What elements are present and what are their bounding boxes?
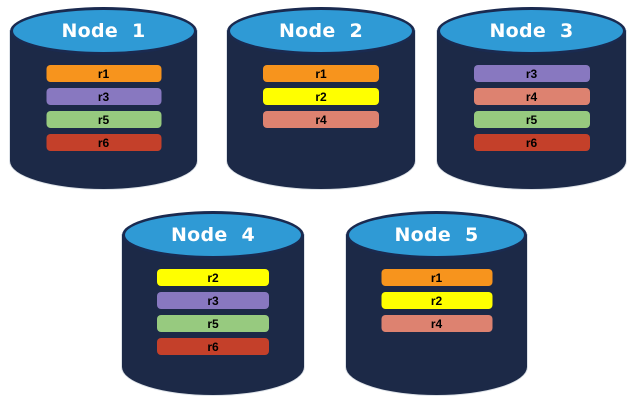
replica-label: r3 — [525, 66, 538, 81]
replica-bar-r1: r1 — [46, 65, 161, 82]
replica-bar-r4: r4 — [263, 111, 379, 128]
replica-bar-r2: r2 — [263, 88, 379, 105]
replica-label: r5 — [525, 112, 538, 127]
replica-label: r3 — [97, 89, 110, 104]
replica-label: r6 — [207, 339, 219, 354]
cylinder-top-ellipse: Node 2 — [227, 7, 415, 55]
replica-label: r4 — [315, 112, 327, 127]
replica-bar-r3: r3 — [473, 65, 590, 82]
replica-bar-r5: r5 — [157, 315, 269, 332]
replica-list: r1 r3 r5 r6 — [46, 65, 161, 151]
replica-bar-r6: r6 — [473, 134, 590, 151]
replica-label: r2 — [430, 293, 443, 308]
replica-bar-r2: r2 — [381, 292, 492, 309]
replica-bar-r3: r3 — [157, 292, 269, 309]
replica-label: r2 — [207, 270, 219, 285]
replica-label: r5 — [97, 112, 110, 127]
cylinder-body — [437, 31, 626, 189]
replica-list: r1 r2 r4 — [263, 65, 379, 128]
replica-list: r1 r2 r4 — [381, 269, 492, 332]
replica-label: r5 — [207, 316, 219, 331]
replica-bar-r4: r4 — [473, 88, 590, 105]
replica-label: r1 — [430, 270, 443, 285]
replica-bar-r5: r5 — [46, 111, 161, 128]
replica-list: r2 r3 r5 r6 — [157, 269, 269, 355]
node-cylinder-1: Node 1 r1 r3 r5 r6 — [10, 7, 197, 189]
replica-bar-r1: r1 — [381, 269, 492, 286]
replica-bar-r2: r2 — [157, 269, 269, 286]
node-cylinder-3: Node 3 r3 r4 r5 r6 — [437, 7, 626, 189]
replica-bar-r4: r4 — [381, 315, 492, 332]
replica-label: r1 — [97, 66, 110, 81]
cylinder-top-ellipse: Node 4 — [122, 211, 304, 259]
node-cylinder-5: Node 5 r1 r2 r4 — [346, 211, 527, 395]
replica-label: r1 — [315, 66, 327, 81]
node-label: Node 2 — [278, 20, 364, 42]
replica-label: r3 — [207, 293, 219, 308]
replica-list: r3 r4 r5 r6 — [473, 65, 590, 151]
node-label: Node 5 — [394, 224, 479, 246]
cylinder-body — [10, 31, 197, 189]
replica-label: r2 — [315, 89, 327, 104]
replica-bar-r1: r1 — [263, 65, 379, 82]
cylinder-top-ellipse: Node 3 — [437, 7, 626, 55]
replica-bar-r6: r6 — [157, 338, 269, 355]
replica-label: r6 — [97, 135, 110, 150]
node-cylinder-2: Node 2 r1 r2 r4 — [227, 7, 415, 189]
replica-bar-r6: r6 — [46, 134, 161, 151]
replica-label: r4 — [525, 89, 538, 104]
replica-bar-r5: r5 — [473, 111, 590, 128]
replica-bar-r3: r3 — [46, 88, 161, 105]
node-cylinder-4: Node 4 r2 r3 r5 r6 — [122, 211, 304, 395]
node-label: Node 3 — [489, 20, 574, 42]
replica-label: r4 — [430, 316, 443, 331]
cylinder-top-ellipse: Node 1 — [10, 7, 197, 55]
replica-label: r6 — [525, 135, 538, 150]
node-label: Node 4 — [170, 224, 256, 246]
cylinder-body — [227, 31, 415, 189]
node-label: Node 1 — [61, 20, 146, 42]
cylinder-top-ellipse: Node 5 — [346, 211, 527, 259]
